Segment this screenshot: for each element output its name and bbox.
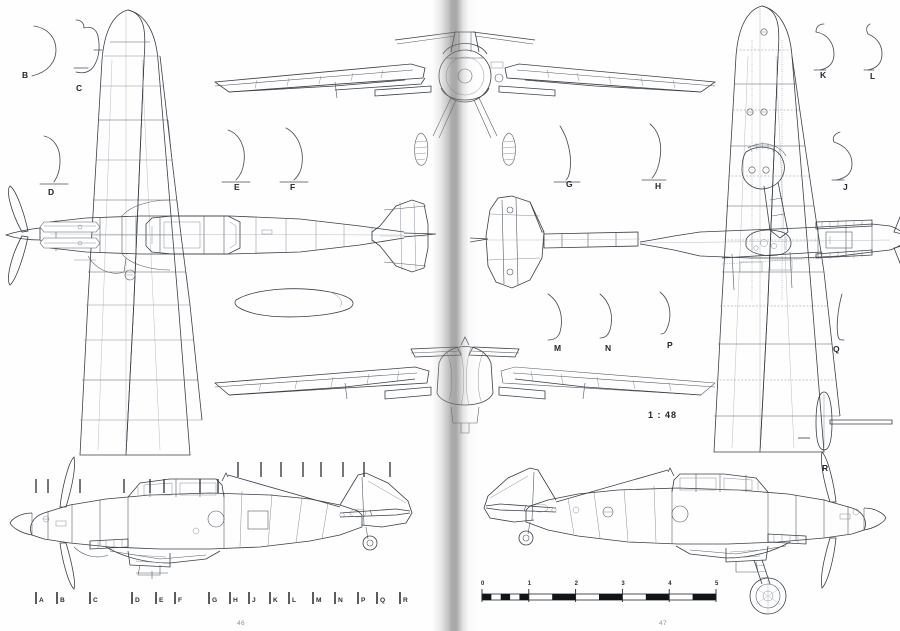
section-label-f: F <box>290 182 296 192</box>
wing-starboard-lower <box>713 5 841 453</box>
ruler-segment <box>692 594 716 600</box>
ruler-number-3: 3 <box>621 581 625 587</box>
ruler-segment <box>645 594 670 600</box>
section-profile-F <box>278 124 378 190</box>
section-label-j: J <box>843 182 849 192</box>
section-label-c: C <box>76 83 83 93</box>
tailplane-plan-right <box>469 180 650 310</box>
section-profile-J <box>824 128 884 188</box>
ruler-segment <box>552 594 576 600</box>
section-label-p: P <box>667 340 673 350</box>
ruler-number-5: 5 <box>715 581 719 587</box>
section-label-k: K <box>820 70 827 80</box>
section-label-g: G <box>566 179 573 189</box>
ruler-subdivision <box>519 594 529 600</box>
section-label-e: E <box>234 182 240 192</box>
section-label-h: H <box>655 181 662 191</box>
section-label-d: D <box>48 187 55 197</box>
station-label-k: K <box>273 597 278 604</box>
station-label-b: B <box>60 597 65 604</box>
section-label-r: R <box>822 463 829 473</box>
section-profile-L <box>856 20 900 80</box>
station-label-c: C <box>93 597 98 604</box>
section-profile-Q <box>820 292 880 348</box>
station-label-g: G <box>212 597 218 604</box>
ruler-segment <box>599 594 623 600</box>
station-label-n: N <box>338 597 343 604</box>
section-profile-H <box>640 120 740 190</box>
section-profile-P <box>652 290 712 344</box>
right-page-number: 47 <box>659 620 668 627</box>
station-label-l: L <box>292 597 297 604</box>
left-page-number: 46 <box>237 620 246 627</box>
ruler-number-4: 4 <box>668 581 672 587</box>
station-label-e: E <box>159 597 164 604</box>
left-side-profile-view <box>9 455 430 590</box>
right-plan-view <box>639 0 900 470</box>
station-tick-row-top <box>0 455 440 495</box>
right-side-profile-view <box>468 448 898 615</box>
station-label-f: F <box>178 597 183 604</box>
ruler-subdivision <box>500 594 511 600</box>
station-label-h: H <box>233 597 238 604</box>
scale-ruler <box>478 582 728 608</box>
section-profile-M <box>540 290 600 346</box>
section-label-q: Q <box>833 344 840 354</box>
drop-tank-plan <box>234 288 354 318</box>
section-profile-D <box>38 130 138 190</box>
tailplane-plan <box>371 199 437 273</box>
station-label-j: J <box>252 597 256 604</box>
section-profile-G <box>553 122 654 190</box>
section-profile-B <box>14 20 134 90</box>
ruler-number-1: 1 <box>527 581 532 587</box>
section-profile-E <box>221 126 322 190</box>
section-profile-N <box>592 292 652 346</box>
station-label-a: A <box>39 597 44 604</box>
section-label-n: N <box>605 343 612 353</box>
ruler-subdivision <box>482 594 492 600</box>
wing-port-upper <box>79 9 203 456</box>
section-label-m: M <box>554 343 562 353</box>
station-label-m: M <box>316 597 322 604</box>
station-label-r: R <box>403 597 408 604</box>
section-profile-C <box>68 16 188 94</box>
ruler-number-2: 2 <box>574 581 578 587</box>
left-plan-view <box>0 0 440 460</box>
station-label-q: Q <box>380 597 386 604</box>
station-marker-row <box>0 592 440 618</box>
ruler-number-0: 0 <box>481 581 485 587</box>
station-label-p: P <box>361 597 366 604</box>
section-label-l: L <box>870 71 876 81</box>
fuselage-plan-right <box>639 215 900 265</box>
section-label-b: B <box>22 70 29 80</box>
station-label-d: D <box>135 597 140 604</box>
section-profile-K <box>806 20 866 80</box>
section-profile-R <box>796 388 896 458</box>
fuselage-plan <box>4 185 405 286</box>
scale-note: 1 : 48 <box>648 410 678 420</box>
